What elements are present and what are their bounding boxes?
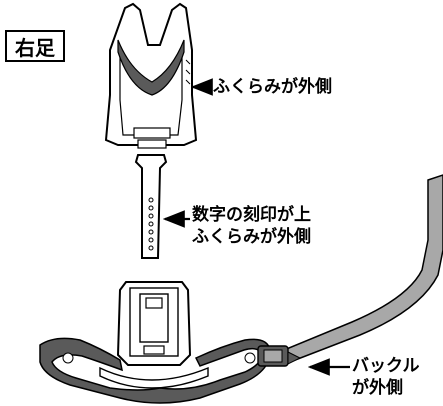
upper-shell (104, 2, 198, 149)
strap-callout-line2: ふくらみが外側 (192, 227, 311, 247)
shell-callout: ふくらみが外側 (213, 77, 332, 97)
strap-callout-line1: 数字の刻印が上 (192, 205, 311, 225)
lower-assembly (39, 281, 271, 404)
connector-strap (134, 154, 168, 259)
long-strap (282, 174, 443, 363)
buckle (257, 345, 302, 367)
right-foot-label: 右足 (5, 30, 65, 62)
buckle-callout-line1: バックル (352, 356, 420, 376)
buckle-callout-line2: が外側 (352, 378, 403, 398)
